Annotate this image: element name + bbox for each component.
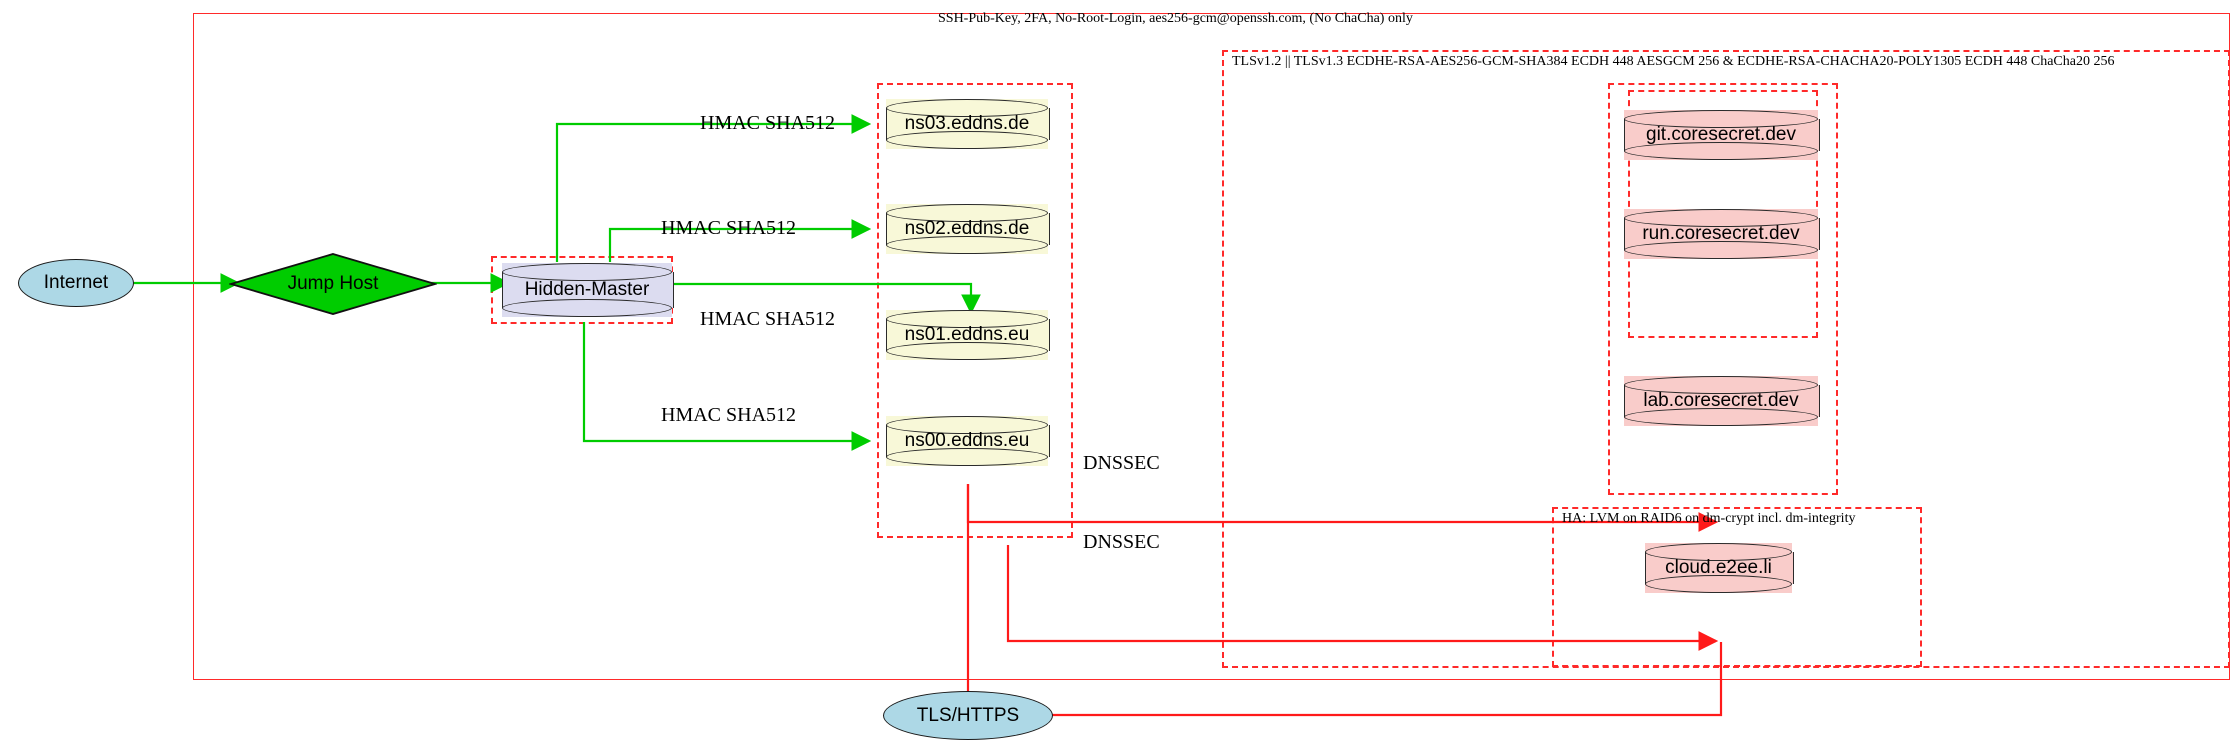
tls-policy-title: TLSv1.2 || TLSv1.3 ECDHE-RSA-AES256-GCM-… [1232, 54, 2115, 69]
node-git-coresecret-label: git.coresecret.dev [1646, 124, 1796, 145]
node-cloud-e2ee[interactable]: cloud.e2ee.li [1645, 543, 1794, 593]
node-lab-coresecret[interactable]: lab.coresecret.dev [1624, 376, 1820, 426]
edge-label-hmac-ns00: HMAC SHA512 [661, 404, 797, 426]
ha-boundary-box [1552, 507, 1922, 667]
node-run-coresecret[interactable]: run.coresecret.dev [1624, 209, 1820, 259]
node-internet-label: Internet [43, 272, 109, 293]
node-hidden-master-label: Hidden-Master [524, 279, 650, 300]
cylinder-bottom [502, 299, 672, 317]
node-tls-https-label: TLS/HTTPS [916, 704, 1020, 726]
dns-zone-boundary-box [877, 83, 1073, 538]
edge-label-hmac-ns02: HMAC SHA512 [661, 217, 797, 239]
ha-policy-title: HA: LVM on RAID6 on dm-crypt incl. dm-in… [1562, 511, 1856, 526]
node-lab-coresecret-label: lab.coresecret.dev [1643, 390, 1799, 411]
edge-tlshttps-to-right [1051, 642, 1723, 717]
cylinder-bottom [886, 448, 1048, 466]
node-ns00-label: ns00.eddns.eu [904, 430, 1030, 451]
node-ns00[interactable]: ns00.eddns.eu [886, 416, 1050, 466]
cylinder-top [502, 263, 672, 281]
cylinder-top [886, 416, 1048, 434]
cylinder-bottom [886, 131, 1048, 149]
cylinder-top [886, 204, 1048, 222]
cylinder-top [1624, 209, 1818, 227]
cylinder-bottom [886, 342, 1048, 360]
node-ns01[interactable]: ns01.eddns.eu [886, 310, 1050, 360]
cylinder-top [1624, 376, 1818, 394]
node-git-coresecret[interactable]: git.coresecret.dev [1624, 110, 1820, 160]
node-cloud-e2ee-label: cloud.e2ee.li [1665, 557, 1772, 578]
edge-label-hmac-ns01: HMAC SHA512 [700, 308, 836, 330]
edge-hiddenmaster-to-ns00 [582, 322, 872, 451]
cylinder-bottom [1624, 142, 1818, 160]
cylinder-bottom [1624, 241, 1818, 259]
node-ns01-label: ns01.eddns.eu [904, 324, 1030, 345]
edge-label-dnssec-lower: DNSSEC [1083, 531, 1160, 553]
cylinder-bottom [886, 236, 1048, 254]
cylinder-top [1624, 110, 1818, 128]
cylinder-top [886, 310, 1048, 328]
node-ns03-label: ns03.eddns.de [904, 113, 1030, 134]
edge-label-hmac-ns03: HMAC SHA512 [700, 112, 836, 134]
node-hidden-master[interactable]: Hidden-Master [502, 263, 674, 317]
edge-hiddenmaster-to-ns01 [673, 282, 981, 315]
node-tls-https[interactable]: TLS/HTTPS [883, 691, 1053, 740]
ssh-policy-title: SSH-Pub-Key, 2FA, No-Root-Login, aes256-… [938, 11, 1413, 26]
cylinder-bottom [1645, 575, 1792, 593]
edge-hiddenmaster-to-ns03 [555, 114, 872, 262]
cylinder-bottom [1624, 408, 1818, 426]
node-run-coresecret-label: run.coresecret.dev [1642, 223, 1800, 244]
jump-host-diamond-icon [227, 253, 439, 315]
tls-boundary-box [1222, 50, 2230, 668]
node-jump-host-label: Jump Host [287, 273, 379, 294]
node-jump-host[interactable]: Jump Host [227, 252, 439, 316]
coresecret-boundary-box [1608, 83, 1838, 495]
node-ns02[interactable]: ns02.eddns.de [886, 204, 1050, 254]
edge-hiddenmaster-to-ns02 [608, 219, 872, 262]
cylinder-top [1645, 543, 1792, 561]
node-ns03[interactable]: ns03.eddns.de [886, 99, 1050, 149]
node-ns02-label: ns02.eddns.de [904, 218, 1030, 239]
edge-dnssec-lower [1006, 545, 1719, 651]
node-internet[interactable]: Internet [18, 259, 134, 307]
edge-label-dnssec-upper: DNSSEC [1083, 452, 1160, 474]
cylinder-top [886, 99, 1048, 117]
